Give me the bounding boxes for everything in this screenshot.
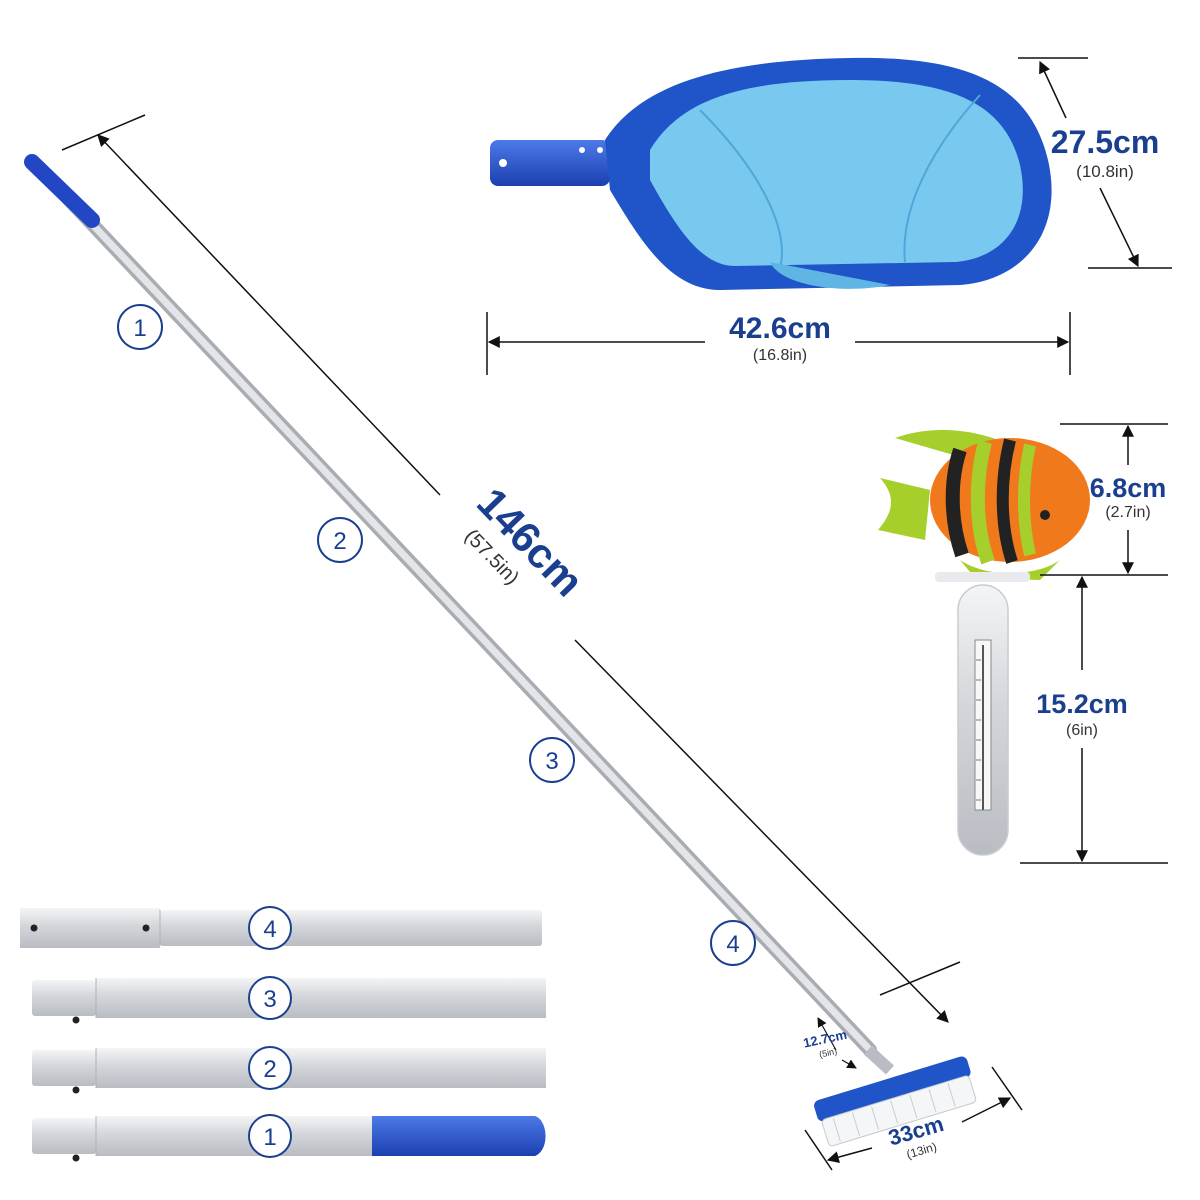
- tube-height-dimension: 15.2cm (6in): [1020, 575, 1168, 864]
- net-height-inches: (10.8in): [1076, 162, 1134, 181]
- fish-height-label: 6.8cm: [1090, 473, 1167, 503]
- fish-height-dimension: 6.8cm (2.7in): [1040, 423, 1168, 576]
- segment-tube-3: 3: [32, 976, 546, 1024]
- net-height-label: 27.5cm: [1051, 124, 1160, 160]
- pole-handle: [24, 154, 100, 228]
- disassembled-segments: 4 3 2 1: [20, 906, 546, 1162]
- brush-bristles: [821, 1075, 977, 1147]
- brush-height-inches: (5in): [818, 1046, 838, 1060]
- segment-handle-grip: [372, 1116, 546, 1156]
- pole-segment-markers: 1 2 3 4: [117, 304, 756, 966]
- svg-text:1: 1: [133, 315, 146, 342]
- svg-text:4: 4: [726, 931, 739, 958]
- telescopic-pole: [24, 154, 877, 1057]
- segment-marker-3: 3: [529, 737, 575, 783]
- net-width-label: 42.6cm: [729, 312, 831, 345]
- segment-number-4: 4: [263, 916, 276, 943]
- wall-brush: [814, 1045, 977, 1147]
- segment-marker-4: 4: [710, 920, 756, 966]
- brush-head: [814, 1056, 971, 1122]
- net-width-dimension: 42.6cm (16.8in): [486, 312, 1071, 375]
- tube-height-label: 15.2cm: [1036, 689, 1128, 719]
- net-height-dimension: 27.5cm (10.8in): [1018, 57, 1172, 269]
- svg-text:2: 2: [333, 528, 346, 555]
- net-handle-socket: [490, 140, 610, 186]
- segment-marker-1: 1: [117, 304, 163, 350]
- fish-height-inches: (2.7in): [1105, 504, 1150, 521]
- tube-height-inches: (6in): [1066, 722, 1098, 739]
- segment-tube-2: 2: [32, 1046, 546, 1094]
- fish-thermometer: [878, 429, 1090, 856]
- svg-text:3: 3: [545, 748, 558, 775]
- segment-tube-1: 1: [32, 1114, 546, 1162]
- net-width-inches: (16.8in): [753, 347, 807, 364]
- segment-number-2: 2: [263, 1056, 276, 1083]
- leaf-skimmer-net: [490, 57, 1052, 291]
- net-mesh: [650, 80, 1023, 266]
- segment-marker-2: 2: [317, 517, 363, 563]
- segment-number-1: 1: [263, 1124, 276, 1151]
- segment-number-3: 3: [263, 986, 276, 1013]
- segment-tube-4: 4: [20, 906, 542, 950]
- thermometer-tube: [935, 572, 1030, 856]
- brush-height-label: 12.7cm: [802, 1027, 848, 1051]
- fish-float: [878, 429, 1090, 580]
